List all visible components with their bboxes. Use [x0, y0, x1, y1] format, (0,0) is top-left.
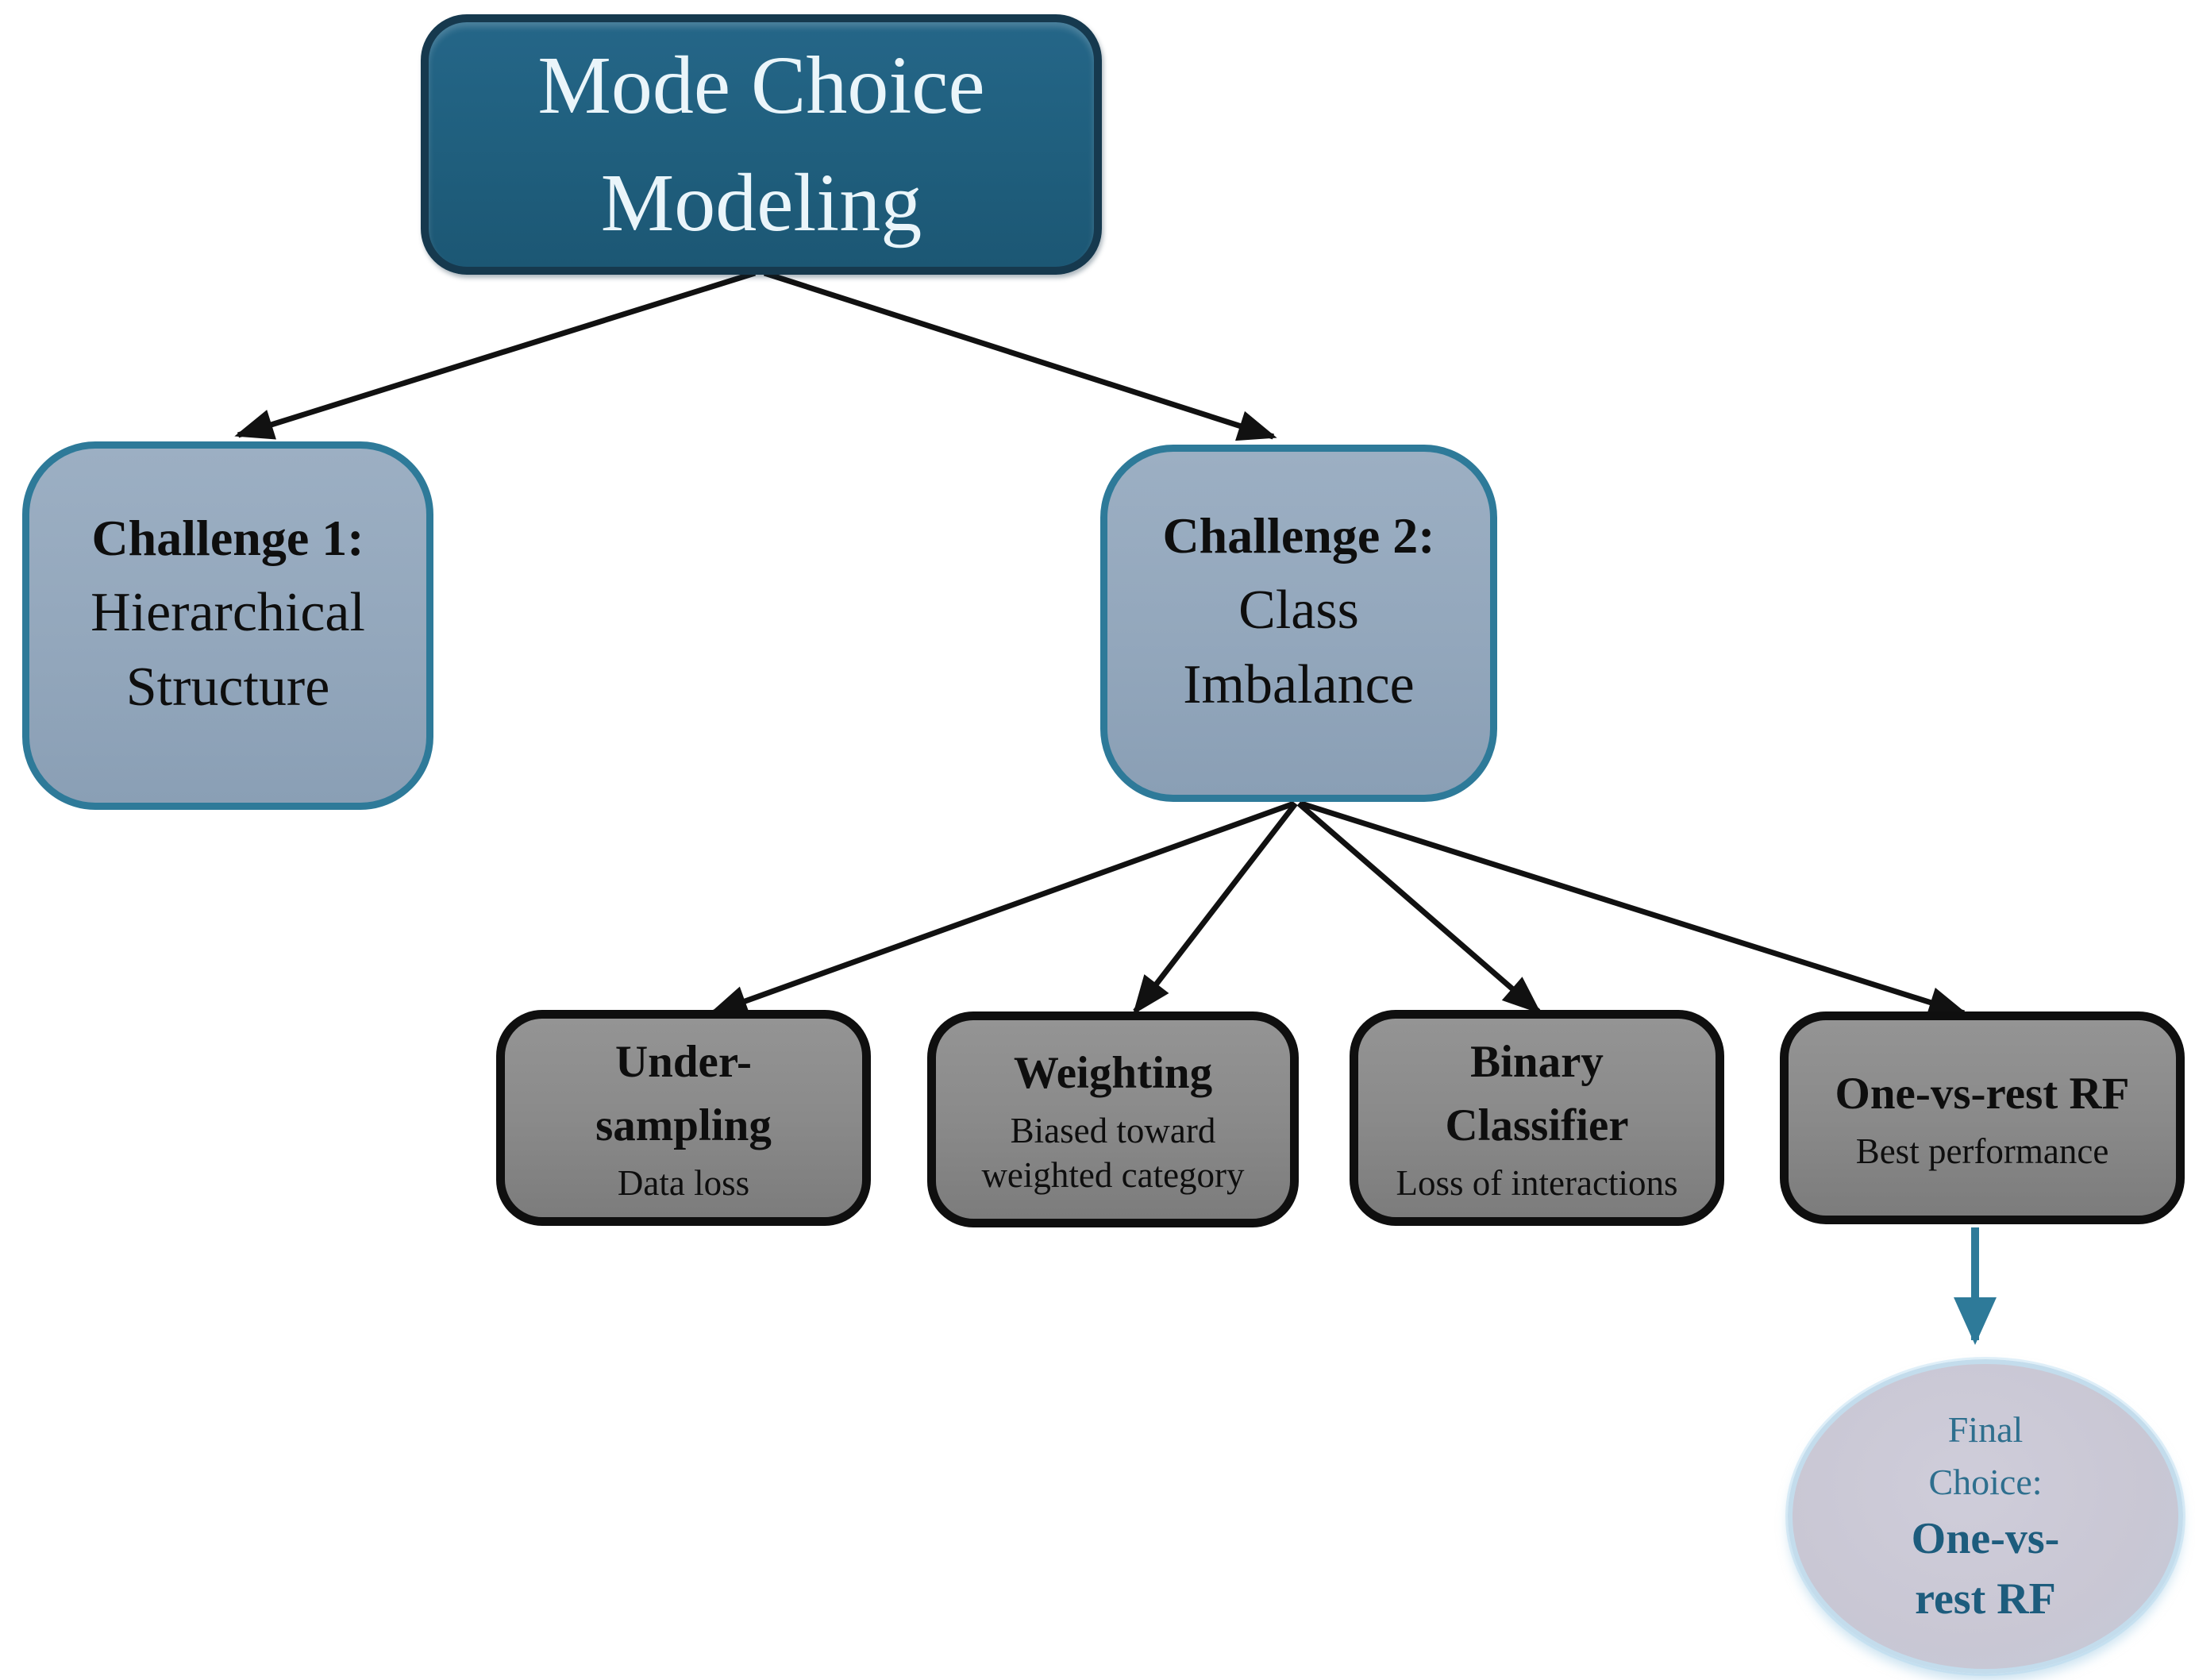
challenge-2-text: Class Imbalance	[1183, 579, 1415, 716]
challenge-2-label: Challenge 2:	[1162, 507, 1435, 564]
node-one-vs-rest-rf: One-vs-rest RF Best performance	[1780, 1011, 2185, 1224]
under-sampling-note: Data loss	[617, 1162, 750, 1203]
binary-classifier-note: Loss of interactions	[1396, 1162, 1678, 1203]
weighting-note: Biased toward weighted category	[981, 1110, 1245, 1195]
challenge-1-text: Hierarchical Structure	[90, 581, 365, 719]
final-choice-label: Final Choice:	[1928, 1408, 2043, 1503]
weighting-title: Weighting	[1013, 1047, 1213, 1098]
root-title: Mode Choice Modeling	[537, 40, 985, 249]
connector-challenge2-approach2	[1133, 801, 1298, 1015]
connector-challenge2-approach1	[708, 800, 1296, 1016]
one-vs-rest-rf-note: Best performance	[1855, 1131, 2109, 1171]
connector-challenge2-approach4	[1300, 800, 1968, 1018]
connector-root-challenge1	[234, 270, 757, 440]
node-mode-choice-modeling: Mode Choice Modeling	[421, 14, 1102, 275]
node-under-sampling: Under- sampling Data loss	[496, 1010, 871, 1226]
node-challenge-2: Challenge 2: Class Imbalance	[1100, 445, 1497, 802]
connector-root-challenge2	[763, 270, 1277, 441]
node-challenge-1: Challenge 1: Hierarchical Structure	[22, 441, 433, 810]
one-vs-rest-rf-title: One-vs-rest RF	[1835, 1068, 2130, 1119]
final-choice-title: One-vs- rest RF	[1911, 1514, 2060, 1624]
connector-challenge2-approach3	[1296, 801, 1542, 1015]
node-weighting: Weighting Biased toward weighted categor…	[927, 1011, 1299, 1227]
node-binary-classifier: Binary Classifier Loss of interactions	[1350, 1010, 1724, 1226]
challenge-1-label: Challenge 1:	[91, 510, 364, 567]
binary-classifier-title: Binary Classifier	[1445, 1037, 1629, 1150]
under-sampling-title: Under- sampling	[595, 1037, 772, 1150]
node-final-choice: Final Choice: One-vs- rest RF	[1788, 1359, 2183, 1674]
